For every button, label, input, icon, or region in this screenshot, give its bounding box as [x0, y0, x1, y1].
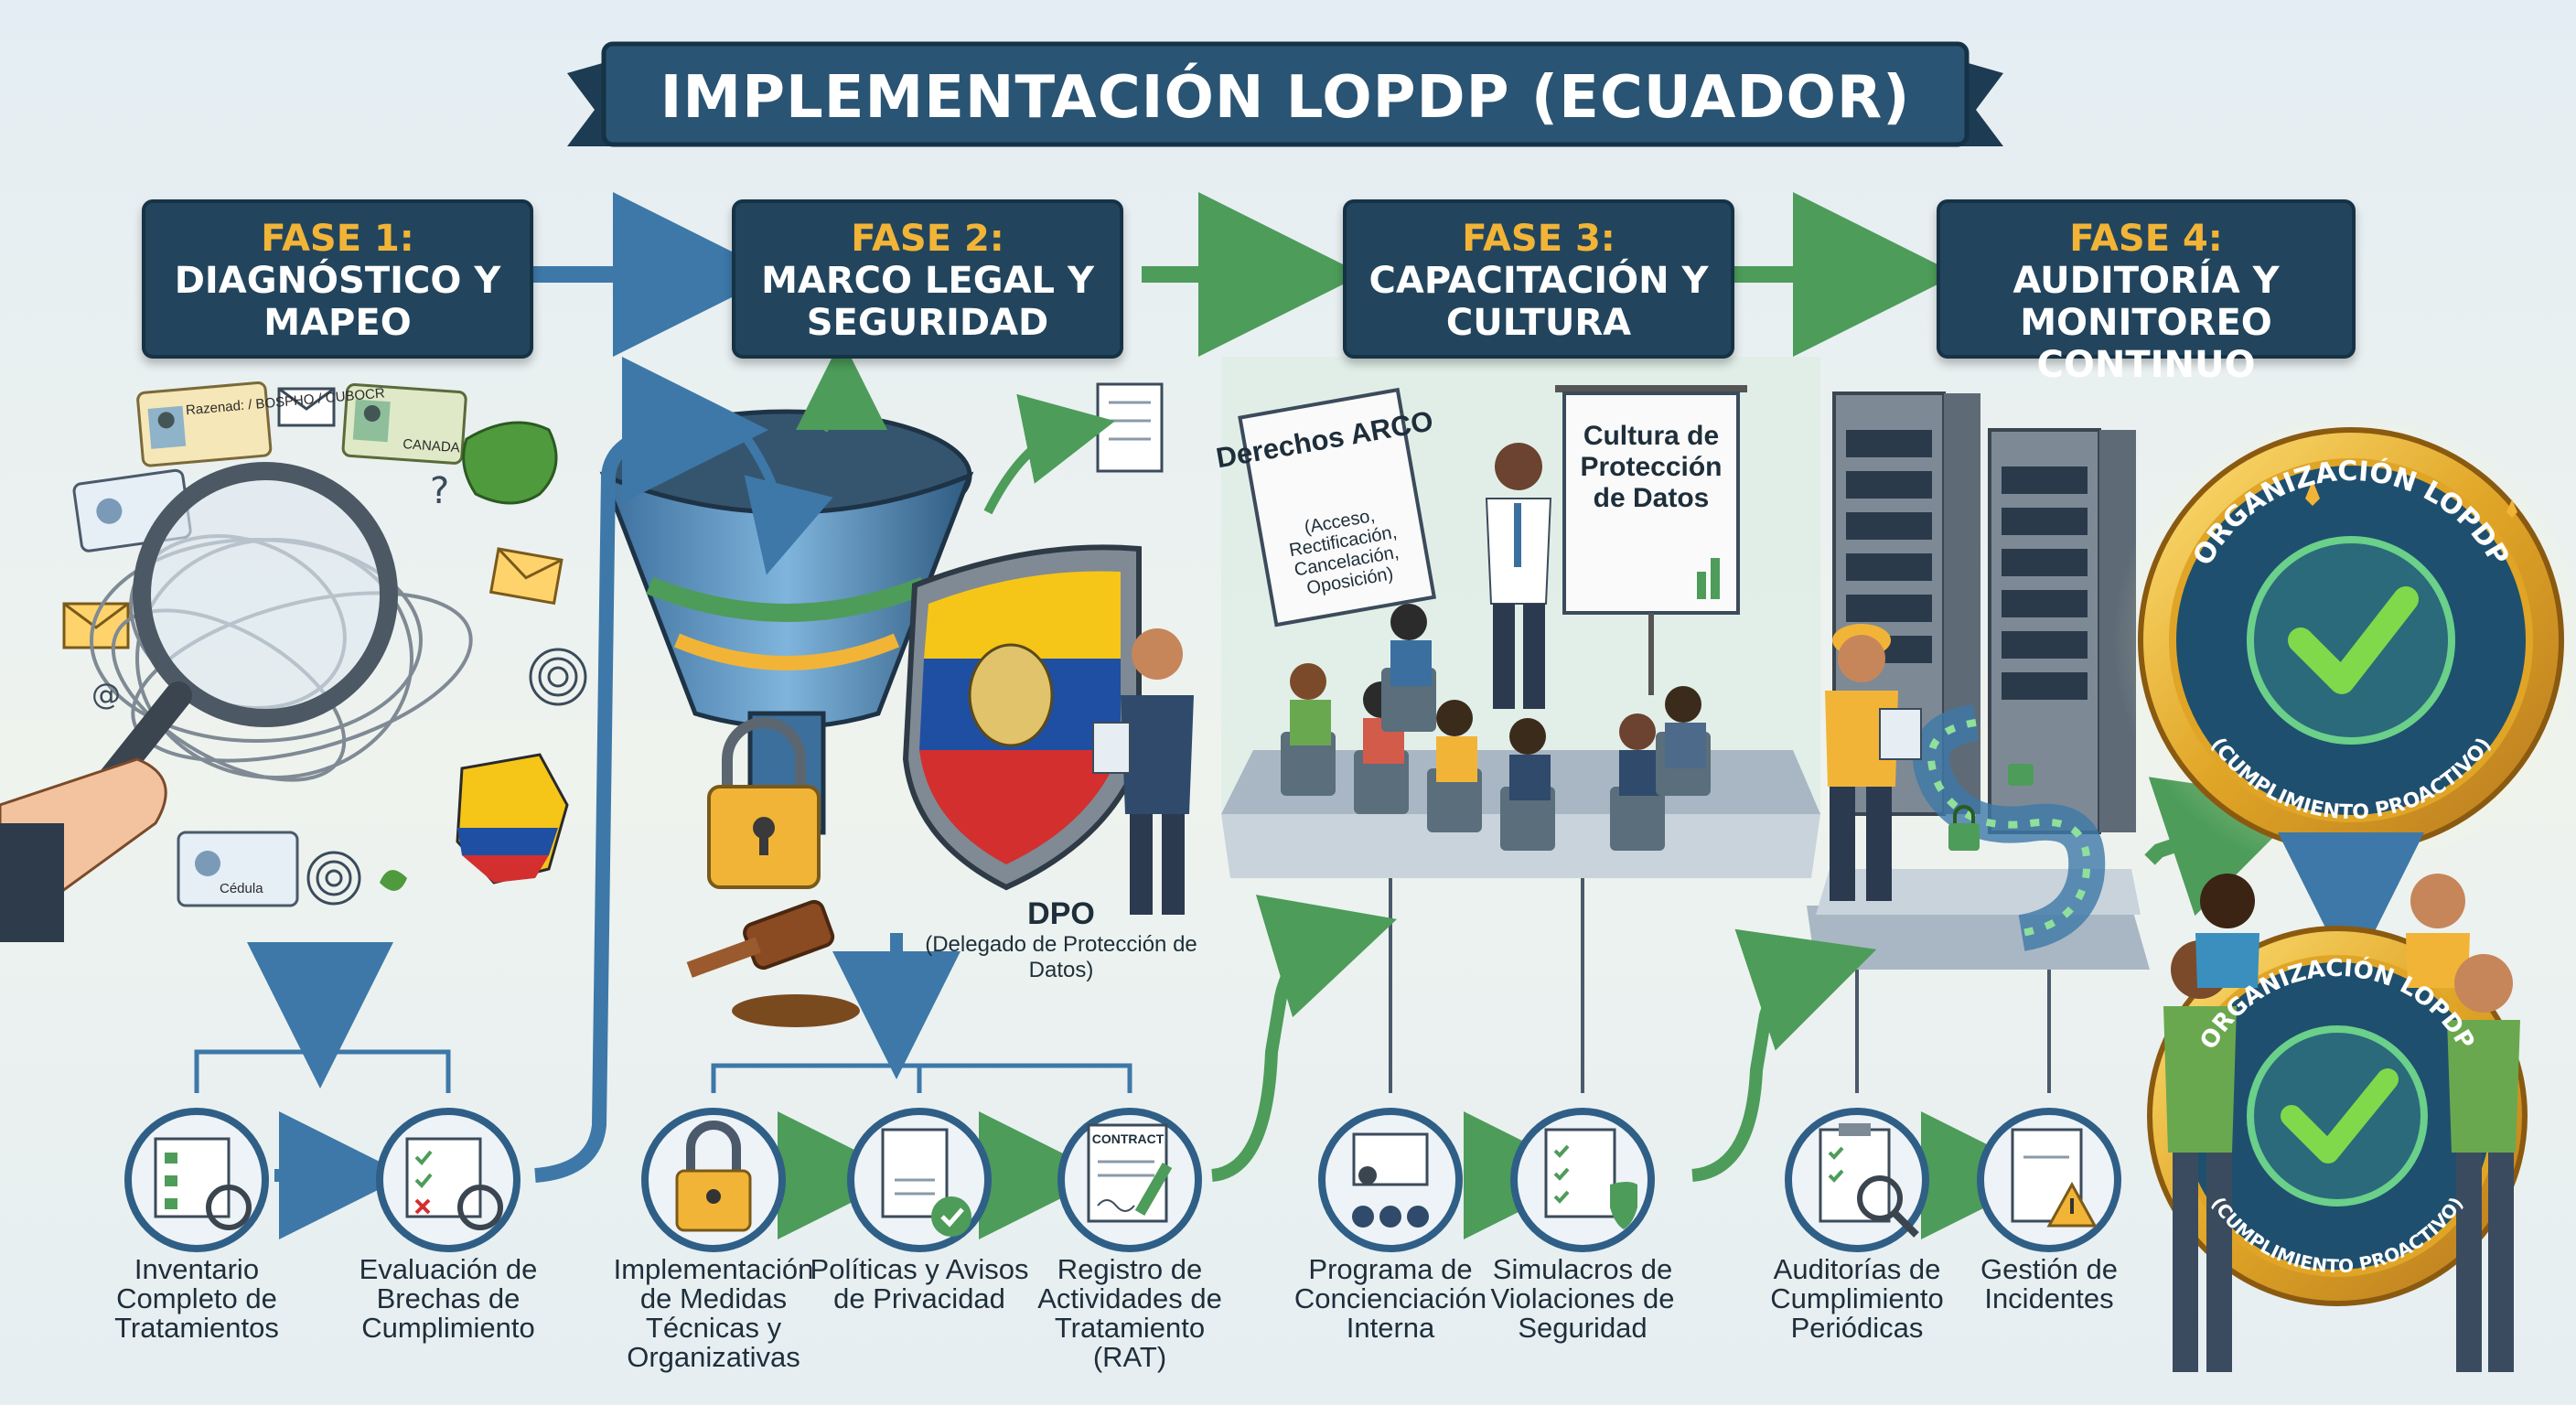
step-label-implementacion: Implementación de Medidas Técnicas y Org…: [613, 1253, 814, 1373]
phase2-illustration: [274, 338, 1194, 1239]
step-label-auditorias: Auditorías de Cumplimiento Periódicas: [1770, 1253, 1944, 1344]
id-card-icon: [136, 381, 273, 467]
gap-evaluation-icon: [376, 1108, 521, 1252]
map-region-icon: [462, 421, 558, 505]
dpo-caption: DPO (Delegado de Protección de Datos): [924, 896, 1198, 983]
privacy-policy-icon: [847, 1108, 992, 1252]
padlock-icon: [1948, 805, 1980, 851]
shield-icon: [902, 544, 1142, 891]
padlock-icon: [2008, 764, 2034, 786]
step-label-inventario: Inventario Completo de Tratamientos: [114, 1253, 279, 1344]
server-rack-icon: [1832, 391, 2136, 834]
presentation-board: [1555, 385, 1747, 695]
envelope-icon: [277, 387, 336, 427]
fingerprint-icon: [306, 851, 361, 906]
awareness-program-icon: [1318, 1108, 1463, 1252]
step-label-programa: Programa de Concienciación Interna: [1293, 1253, 1487, 1344]
team-person-icon: [2406, 874, 2470, 988]
contract-label: CONTRACT: [1092, 1132, 1165, 1146]
at-symbol-icon: @: [91, 677, 121, 712]
cultura-board-text: Cultura de Protección de Datos: [1580, 421, 1723, 513]
step-label-simulacros: Simulacros de Violaciones de Seguridad: [1490, 1253, 1675, 1344]
question-mark-icon: ?: [430, 470, 449, 512]
phase-1-number: FASE 1:: [261, 218, 414, 260]
step-label-incidentes: Gestión de Incidentes: [1980, 1253, 2118, 1314]
incident-management-icon: [1977, 1108, 2121, 1252]
document-icon: [1096, 382, 1164, 473]
phase4-illustration: [1691, 391, 2576, 1372]
team-person-icon: [2447, 954, 2520, 1372]
step-label-evaluacion: Evaluación de Brechas de Cumplimiento: [359, 1253, 538, 1344]
fingerprint-icon: [529, 648, 587, 706]
dpo-subtitle: (Delegado de Protección de Datos): [925, 932, 1197, 982]
sleeve: [0, 823, 64, 942]
cultura-title: Cultura de Protección de Datos: [1580, 421, 1723, 513]
envelope-icon: [488, 547, 564, 606]
arco-board: [1238, 387, 1437, 627]
phase-1-box: FASE 1: DIAGNÓSTICO Y MAPEO: [142, 199, 533, 359]
audience-group-icon: [1281, 604, 1711, 851]
step-icons: [124, 1108, 2121, 1252]
phase-1-name: DIAGNÓSTICO Y MAPEO: [174, 260, 501, 344]
inventory-icon: [124, 1108, 269, 1252]
phase-2-box: FASE 2: MARCO LEGAL Y SEGURIDAD: [732, 199, 1123, 359]
step-label-registro: Registro de Actividades de Tratamiento (…: [1037, 1253, 1222, 1373]
contract-icon: [1057, 1108, 1202, 1252]
coat-of-arms-icon: [968, 643, 1054, 747]
gavel-icon: [686, 899, 835, 978]
compliance-seal-icon: [2147, 926, 2528, 1306]
phase-2-name: MARCO LEGAL Y SEGURIDAD: [761, 260, 1094, 344]
phase-3-name: CAPACITACIÓN Y CULTURA: [1368, 260, 1709, 344]
security-drill-icon: [1510, 1108, 1655, 1252]
dpo-person-icon: [1092, 628, 1194, 915]
phase-3-box: FASE 3: CAPACITACIÓN Y CULTURA: [1343, 199, 1734, 359]
title-ribbon: [567, 41, 2003, 147]
phase-2-number: FASE 2:: [851, 218, 1004, 260]
step-label-politicas: Políticas y Avisos de Privacidad: [810, 1253, 1029, 1314]
auditor-person-icon: [1825, 624, 1922, 901]
dpo-title: DPO: [1027, 896, 1095, 931]
phase-3-number: FASE 3:: [1462, 218, 1615, 260]
audit-icon: [1785, 1108, 1929, 1252]
id-card-icon: [177, 831, 299, 907]
phase3-illustration: [1210, 385, 1747, 1239]
title-banner: IMPLEMENTACIÓN LOPDP (ECUADOR): [567, 38, 2003, 157]
ecuador-map-icon: [456, 753, 569, 885]
envelope-icon: [62, 602, 130, 649]
card2-text: CANADA: [402, 436, 461, 456]
team-person-icon: [2195, 874, 2259, 988]
padlock-step-icon: [641, 1108, 786, 1252]
phase1-illustration: @ ?: [0, 381, 587, 1093]
padlock-icon: [707, 717, 821, 889]
trainer-person-icon: [1485, 443, 1552, 709]
phone-icon: [380, 870, 407, 891]
phase-4-box: FASE 4: AUDITORÍA Y MONITOREO CONTINUO: [1937, 199, 2356, 386]
phase-4-number: FASE 4:: [2069, 218, 2223, 260]
page-title: IMPLEMENTACIÓN LOPDP (ECUADOR): [660, 64, 1911, 132]
phase-4-name: AUDITORÍA Y MONITOREO CONTINUO: [2012, 260, 2280, 386]
card3-text: Cédula: [220, 881, 263, 896]
id-card-icon: [341, 383, 467, 465]
compliance-seal-icon: [2138, 427, 2564, 853]
